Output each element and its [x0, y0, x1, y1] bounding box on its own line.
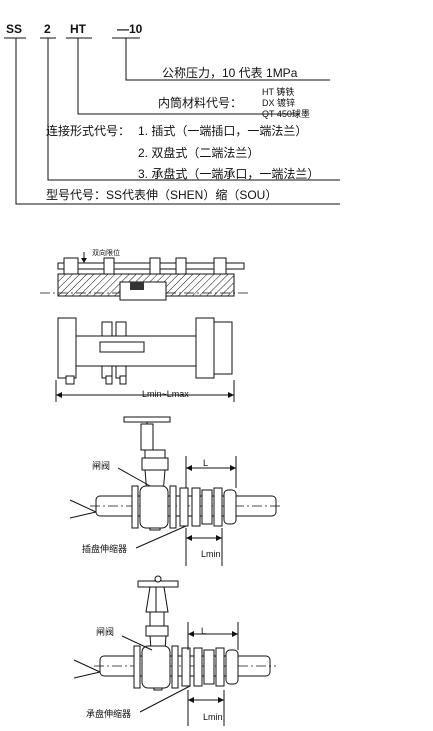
joint-label: 插盘伸缩器	[82, 544, 128, 554]
connection-1: 1. 插式（一端插口，一端法兰）	[138, 124, 308, 138]
dim-l-label-2: L	[201, 626, 207, 636]
dim-lmin-label: Lmin	[201, 549, 221, 559]
legend-leader-lines	[4, 37, 340, 205]
material-label: 内筒材料代号：	[158, 96, 243, 110]
dim-l-label: L	[203, 458, 209, 468]
length-range-label: Lmin~Lmax	[142, 389, 189, 399]
connection-3: 3. 承盘式（一端承口，一端法兰）	[138, 167, 320, 181]
dim-lmin-label-2: Lmin	[203, 712, 223, 722]
material-dx: DX 镀锌	[262, 98, 296, 108]
pressure-text: 公称压力，10 代表 1MPa	[162, 66, 298, 80]
connection-2: 2. 双盘式（二端法兰）	[138, 146, 260, 160]
code-pressure: —10	[117, 22, 143, 36]
valve-label-2: 闸阀	[96, 627, 115, 637]
code-material: HT	[70, 22, 86, 36]
material-ht: HT 铸铁	[262, 87, 295, 97]
model-label: 型号代号：SS代表伸（SHEN）缩（SOU）	[46, 188, 278, 202]
connection-label: 连接形式代号：	[46, 124, 131, 138]
joint-label-2: 承盘伸缩器	[86, 709, 132, 719]
limit-note: 双向限位	[92, 250, 120, 257]
valve-label: 闸阀	[92, 461, 111, 471]
code-type: 2	[44, 22, 51, 36]
code-ss: SS	[6, 22, 23, 36]
